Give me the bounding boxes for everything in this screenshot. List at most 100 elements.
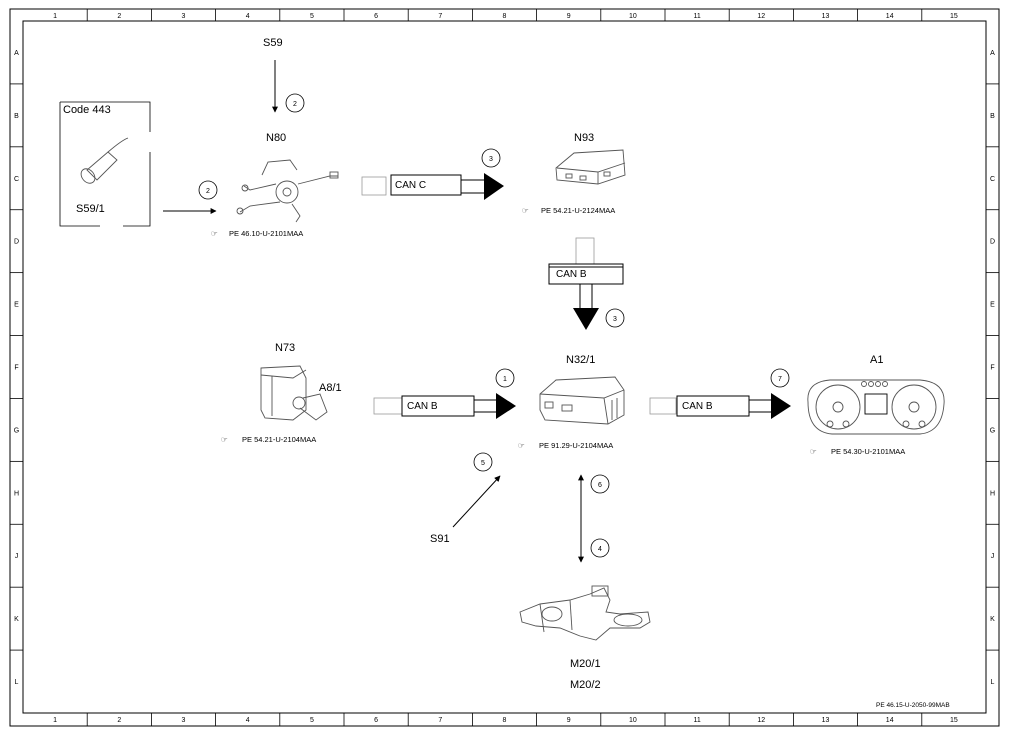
reference-icon: ☞ — [522, 206, 529, 215]
column-number: 8 — [503, 717, 507, 724]
code-443-group: Code 443 S59/1 — [59, 101, 151, 227]
column-number: 1 — [53, 13, 57, 20]
svg-text:PE 54.21-U-2104MAA: PE 54.21-U-2104MAA — [242, 435, 316, 444]
svg-text:3: 3 — [489, 156, 493, 163]
n73-label: N73 — [275, 342, 295, 354]
n93-module-icon — [555, 149, 626, 185]
step-circle-n93-n32-1: 3 — [605, 308, 625, 328]
column-number: 7 — [438, 13, 442, 20]
n93-reference: ☞ PE 54.21-U-2124MAA — [522, 206, 615, 215]
column-number: 14 — [886, 717, 894, 724]
step-circle-n32-1-m20-up: 6 — [590, 474, 610, 494]
row-letter: D — [14, 239, 19, 246]
column-number: 12 — [757, 717, 765, 724]
s91-to-n32-1-arrow — [452, 475, 501, 528]
row-letter: C — [990, 176, 995, 183]
column-number: 15 — [950, 13, 958, 20]
row-letter: E — [14, 302, 19, 309]
column-number: 6 — [374, 717, 378, 724]
row-letter: K — [14, 616, 19, 623]
svg-text:PE 91.29-U-2104MAA: PE 91.29-U-2104MAA — [539, 441, 613, 450]
n32-1-module-icon — [539, 376, 625, 425]
row-letter: C — [14, 176, 19, 183]
bus-n32-1-a1: CAN B — [649, 393, 791, 419]
a1-reference: ☞ PE 54.30-U-2101MAA — [810, 447, 905, 456]
step-circle-n32-1-m20-down: 4 — [590, 538, 610, 558]
column-number: 10 — [629, 717, 637, 724]
column-number: 15 — [950, 717, 958, 724]
reference-icon: ☞ — [810, 447, 817, 456]
row-letter: L — [991, 679, 995, 686]
step-circle-n73-n32-1: 1 — [495, 368, 515, 388]
s59-1-label: S59/1 — [76, 203, 105, 215]
bus-n80-n93: CAN C — [361, 173, 504, 200]
m20-1-label: M20/1 — [570, 658, 601, 670]
row-letter: F — [990, 365, 994, 372]
svg-text:6: 6 — [598, 482, 602, 489]
row-letter: H — [14, 490, 19, 497]
column-number: 10 — [629, 13, 637, 20]
svg-text:5: 5 — [481, 460, 485, 467]
column-number: 3 — [182, 717, 186, 724]
column-number: 14 — [886, 13, 894, 20]
row-letter: K — [990, 616, 995, 623]
column-number: 9 — [567, 13, 571, 20]
step-circle-n32-1-a1: 7 — [770, 368, 790, 388]
a1-instrument-cluster-icon — [807, 379, 945, 435]
row-letter: B — [14, 113, 19, 120]
step-circle-s91-n32-1: 5 — [473, 452, 493, 472]
row-letter: A — [990, 50, 995, 57]
n32-1-reference: ☞ PE 91.29-U-2104MAA — [518, 441, 613, 450]
row-letter: L — [15, 679, 19, 686]
column-number: 12 — [757, 13, 765, 20]
bus-label-n32-1-a1: CAN B — [682, 401, 713, 412]
row-letter: G — [14, 427, 19, 434]
step-circle-s59-1-n80: 2 — [198, 180, 218, 200]
a1-label: A1 — [870, 354, 883, 366]
row-letter: E — [990, 302, 995, 309]
row-letter: G — [990, 427, 995, 434]
row-letter: J — [991, 553, 995, 560]
drawing-code: PE 46.15-U-2050-99MAB — [876, 702, 950, 709]
column-number: 11 — [693, 13, 700, 20]
svg-text:1: 1 — [503, 376, 507, 383]
row-letter: D — [990, 239, 995, 246]
column-number: 13 — [822, 13, 830, 20]
reference-icon: ☞ — [211, 229, 218, 238]
column-number: 5 — [310, 13, 314, 20]
column-number: 6 — [374, 13, 378, 20]
row-letter: H — [990, 490, 995, 497]
s91-label: S91 — [430, 533, 450, 545]
bus-n93-n32-1: CAN B — [548, 237, 624, 330]
svg-text:PE 46.10-U-2101MAA: PE 46.10-U-2101MAA — [229, 229, 303, 238]
n32-1-label: N32/1 — [566, 354, 595, 366]
reference-icon: ☞ — [518, 441, 525, 450]
column-number: 8 — [503, 13, 507, 20]
s59-label: S59 — [263, 37, 283, 49]
svg-text:2: 2 — [206, 188, 210, 195]
column-number: 7 — [438, 717, 442, 724]
bus-label-n73-n32-1: CAN B — [407, 401, 438, 412]
grid-ticks — [10, 9, 999, 726]
m20-2-label: M20/2 — [570, 679, 601, 691]
column-number: 13 — [822, 717, 830, 724]
svg-text:PE 54.21-U-2124MAA: PE 54.21-U-2124MAA — [541, 206, 615, 215]
n73-reference: ☞ PE 54.21-U-2104MAA — [221, 435, 316, 444]
row-letter: J — [15, 553, 19, 560]
step-circle-n80-n93: 3 — [481, 148, 501, 168]
reference-icon: ☞ — [221, 435, 228, 444]
svg-text:3: 3 — [613, 316, 617, 323]
column-number: 4 — [246, 717, 250, 724]
column-number: 4 — [246, 13, 250, 20]
svg-text:PE 54.30-U-2101MAA: PE 54.30-U-2101MAA — [831, 447, 905, 456]
svg-text:4: 4 — [598, 546, 602, 553]
bus-label-n80-n93: CAN C — [395, 180, 426, 191]
column-number: 2 — [117, 13, 121, 20]
column-number: 1 — [53, 717, 57, 724]
column-number: 2 — [117, 717, 121, 724]
